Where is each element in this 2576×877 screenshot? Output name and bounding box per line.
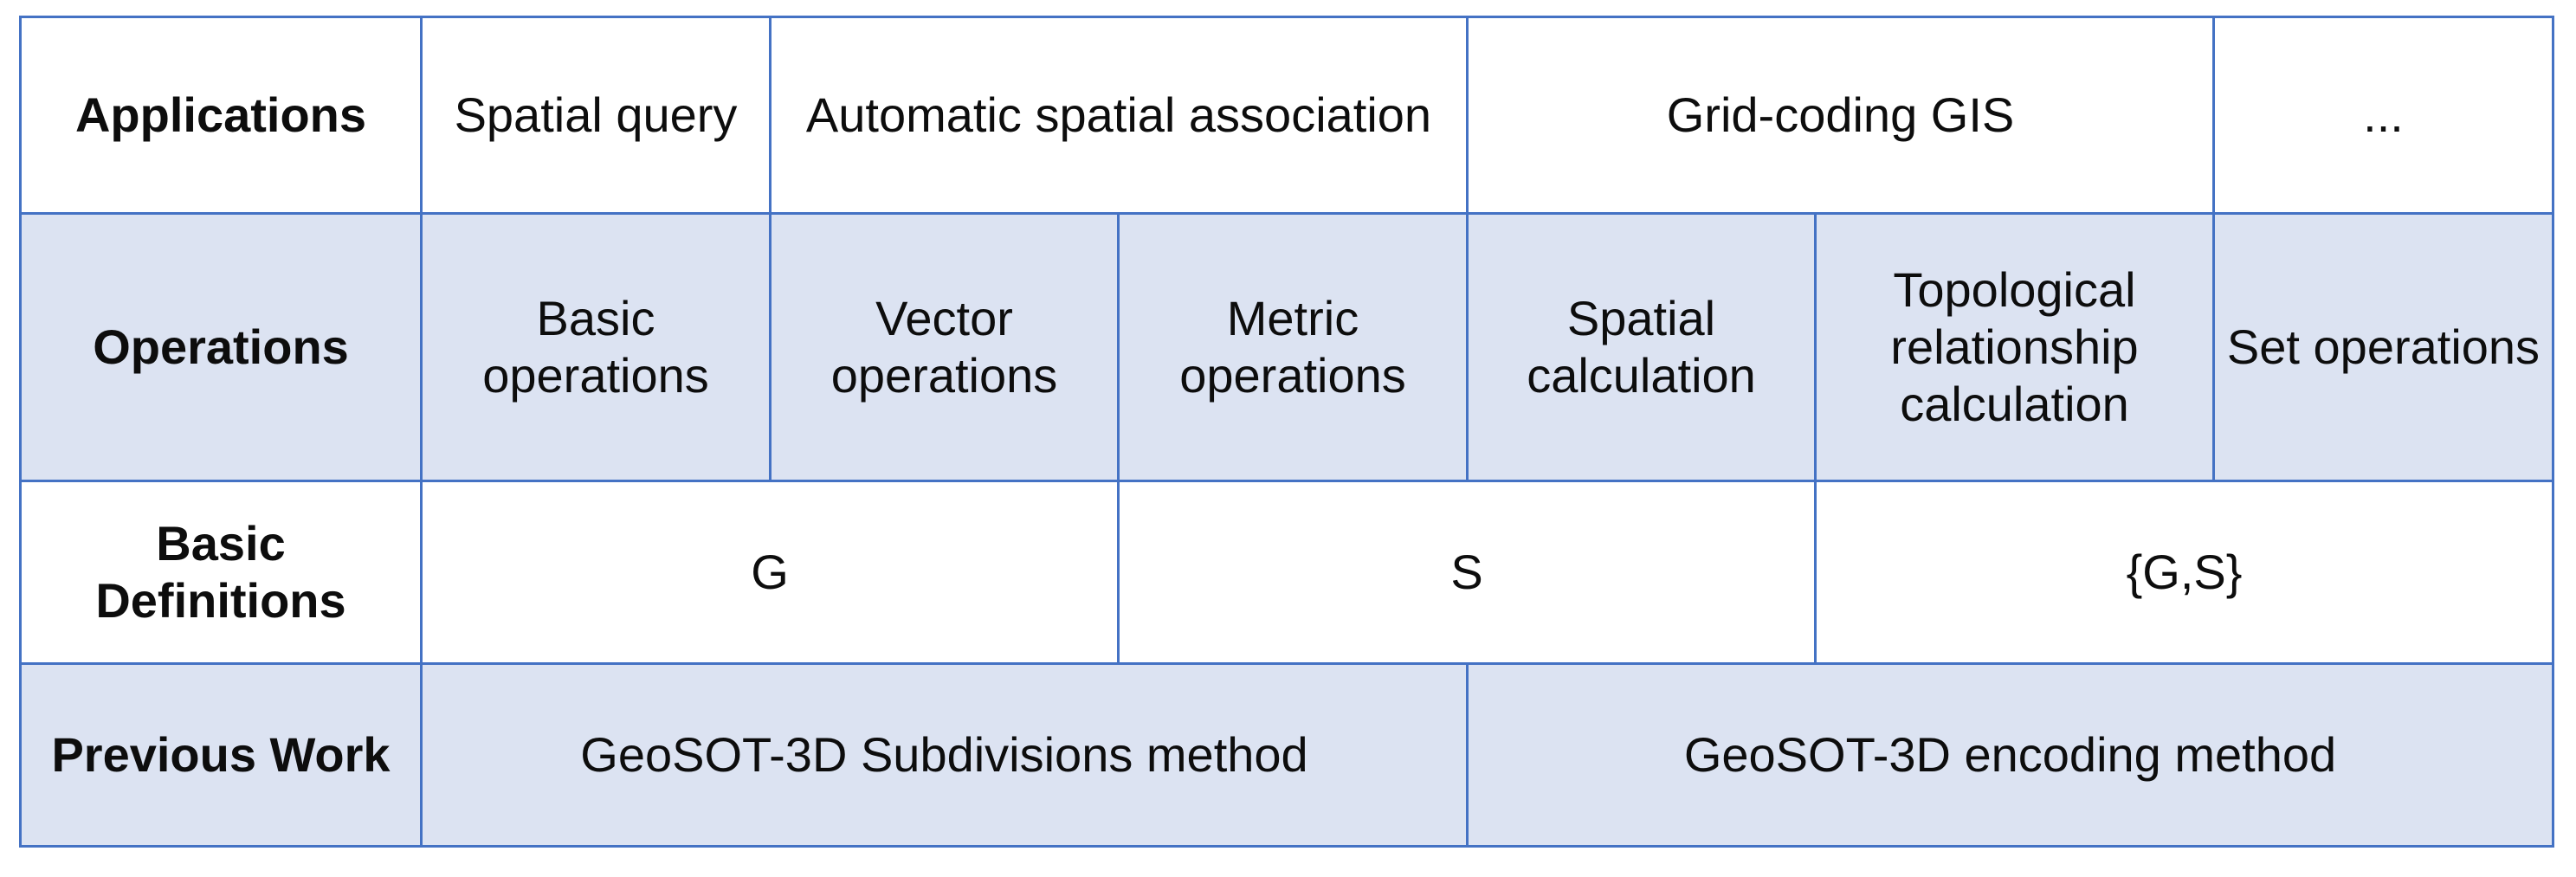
row-label-basic-definitions: Basic Definitions — [19, 480, 423, 665]
cell-operations-vector-operations: Vector operations — [769, 212, 1120, 482]
table-row-operations: Operations Basic operations Vector opera… — [19, 212, 2554, 482]
cell-applications-grid-coding-gis: Grid-coding GIS — [1466, 16, 2215, 215]
cell-operations-set-operations: Set operations — [2212, 212, 2554, 482]
row-label-applications: Applications — [19, 16, 423, 215]
table-row-previous-work: Previous Work GeoSOT-3D Subdivisions met… — [19, 662, 2554, 848]
cell-operations-topological-relationship-calculation: Topological relationship calculation — [1814, 212, 2215, 482]
row-label-operations: Operations — [19, 212, 423, 482]
cell-operations-basic-operations: Basic operations — [420, 212, 772, 482]
table-row-applications: Applications Spatial query Automatic spa… — [19, 16, 2554, 215]
cell-operations-metric-operations: Metric operations — [1117, 212, 1469, 482]
cell-previous-work-subdivisions-method: GeoSOT-3D Subdivisions method — [420, 662, 1469, 848]
cell-previous-work-encoding-method: GeoSOT-3D encoding method — [1466, 662, 2554, 848]
cell-basic-definitions-g: G — [420, 480, 1120, 665]
table-row-basic-definitions: Basic Definitions G S {G,S} — [19, 480, 2554, 665]
cell-applications-spatial-query: Spatial query — [420, 16, 772, 215]
row-label-previous-work: Previous Work — [19, 662, 423, 848]
framework-table: Applications Spatial query Automatic spa… — [19, 16, 2554, 848]
cell-applications-automatic-spatial-association: Automatic spatial association — [769, 16, 1469, 215]
framework-table-container: Applications Spatial query Automatic spa… — [19, 16, 2554, 848]
cell-applications-ellipsis: ... — [2212, 16, 2554, 215]
cell-operations-spatial-calculation: Spatial calculation — [1466, 212, 1817, 482]
cell-basic-definitions-s: S — [1117, 480, 1817, 665]
cell-basic-definitions-gs: {G,S} — [1814, 480, 2554, 665]
